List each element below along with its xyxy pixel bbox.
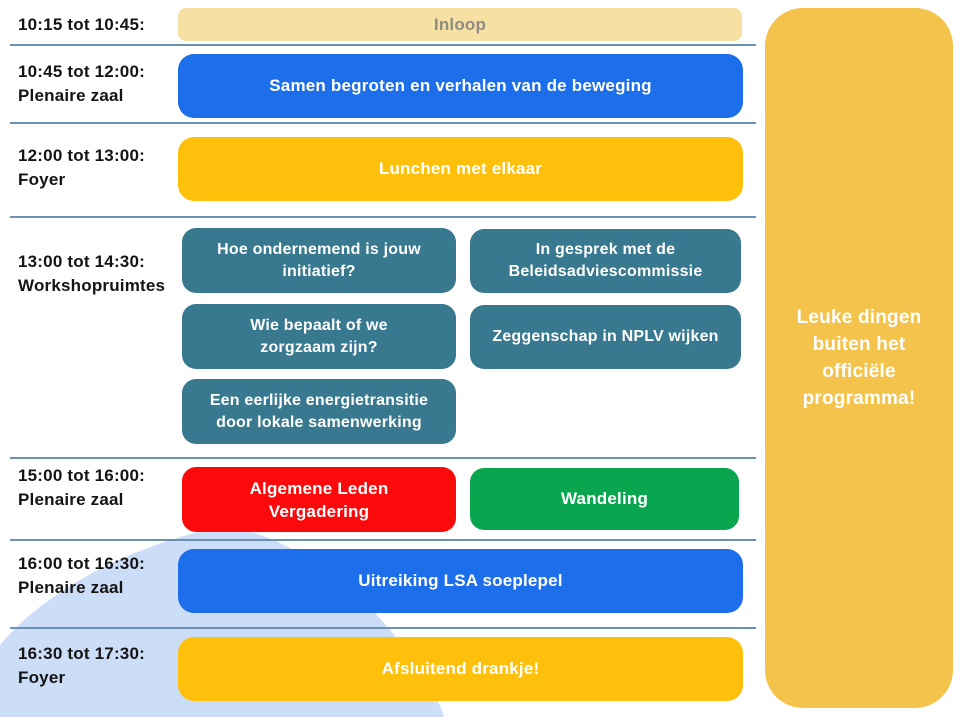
event-block-workshop-energietransitie: Een eerlijke energietransitie door lokal… bbox=[182, 379, 456, 444]
time-label-row6: 16:00 tot 16:30: Plenaire zaal bbox=[18, 552, 176, 600]
location-text: Plenaire zaal bbox=[18, 490, 124, 509]
event-block-workshop-ondernemend: Hoe ondernemend is jouw initiatief? bbox=[182, 228, 456, 293]
event-label: Zeggenschap in NPLV wijken bbox=[492, 328, 719, 345]
time-label-row7: 16:30 tot 17:30: Foyer bbox=[18, 642, 176, 690]
row-divider-2 bbox=[10, 122, 756, 124]
sidebar-label: Leuke dingen buiten het officiële progra… bbox=[796, 307, 922, 409]
event-label: Inloop bbox=[433, 14, 487, 34]
row-divider-3 bbox=[10, 216, 756, 218]
event-label: In gesprek met de Beleidsadviescommissie bbox=[508, 241, 703, 280]
event-block-afsluitend-drankje: Afsluitend drankje! bbox=[178, 637, 743, 701]
row-divider-5 bbox=[10, 539, 756, 541]
time-text: 12:00 tot 13:00: bbox=[18, 146, 145, 165]
time-text: 16:00 tot 16:30: bbox=[18, 554, 145, 573]
event-label: Wandeling bbox=[560, 489, 649, 508]
location-text: Foyer bbox=[18, 668, 66, 687]
event-block-algemene-leden-vergadering: Algemene Leden Vergadering bbox=[182, 467, 456, 532]
time-label-row1: 10:15 tot 10:45: bbox=[18, 13, 176, 37]
sidebar-leuke-dingen: Leuke dingen buiten het officiële progra… bbox=[765, 8, 953, 708]
time-text: 10:15 tot 10:45: bbox=[18, 15, 145, 34]
event-block-inloop: Inloop bbox=[178, 8, 742, 41]
event-label: Wie bepaalt of we zorgzaam zijn? bbox=[250, 316, 388, 356]
time-text: 10:45 tot 12:00: bbox=[18, 62, 145, 81]
event-label: Hoe ondernemend is jouw initiatief? bbox=[217, 240, 421, 280]
time-text: 16:30 tot 17:30: bbox=[18, 644, 145, 663]
location-text: Workshopruimtes bbox=[18, 276, 166, 295]
event-block-wandeling: Wandeling bbox=[470, 468, 739, 530]
time-text: 13:00 tot 14:30: bbox=[18, 252, 145, 271]
event-block-workshop-zorgzaam: Wie bepaalt of we zorgzaam zijn? bbox=[182, 304, 456, 369]
location-text: Foyer bbox=[18, 170, 66, 189]
event-label: Afsluitend drankje! bbox=[381, 659, 540, 678]
event-block-workshop-zeggenschap: Zeggenschap in NPLV wijken bbox=[470, 305, 741, 369]
time-label-row5: 15:00 tot 16:00: Plenaire zaal bbox=[18, 464, 176, 512]
location-text: Plenaire zaal bbox=[18, 86, 124, 105]
event-label: Een eerlijke energietransitie door lokal… bbox=[209, 391, 429, 431]
event-block-uitreiking-soeplepel: Uitreiking LSA soeplepel bbox=[178, 549, 743, 613]
event-block-lunchen: Lunchen met elkaar bbox=[178, 137, 743, 201]
event-label: Uitreiking LSA soeplepel bbox=[358, 571, 563, 590]
row-divider-6 bbox=[10, 627, 756, 629]
row-divider-1 bbox=[10, 44, 756, 46]
event-block-samen-begroten: Samen begroten en verhalen van de bewegi… bbox=[178, 54, 743, 118]
event-label: Algemene Leden Vergadering bbox=[249, 478, 389, 521]
location-text: Plenaire zaal bbox=[18, 578, 124, 597]
event-block-workshop-beleidsadviescommissie: In gesprek met de Beleidsadviescommissie bbox=[470, 229, 741, 293]
event-label: Samen begroten en verhalen van de bewegi… bbox=[269, 76, 652, 95]
time-text: 15:00 tot 16:00: bbox=[18, 466, 145, 485]
time-label-row2: 10:45 tot 12:00: Plenaire zaal bbox=[18, 60, 176, 108]
row-divider-4 bbox=[10, 457, 756, 459]
time-label-row4: 13:00 tot 14:30: Workshopruimtes bbox=[18, 250, 176, 298]
event-label: Lunchen met elkaar bbox=[378, 159, 543, 178]
time-label-row3: 12:00 tot 13:00: Foyer bbox=[18, 144, 176, 192]
